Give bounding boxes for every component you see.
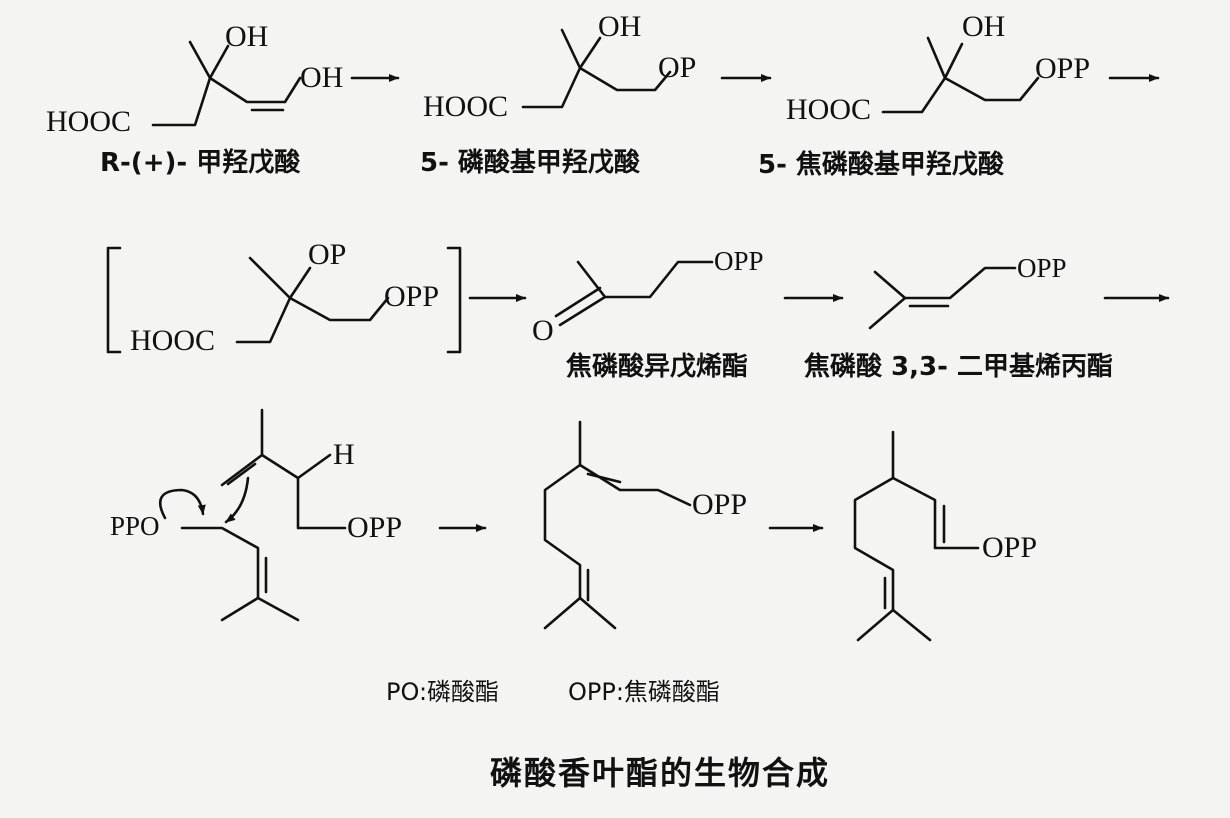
atom-hooc: HOOC	[786, 93, 872, 126]
atom-o: O	[532, 314, 554, 347]
atom-oh: OH	[962, 10, 1006, 43]
legend-opp: OPP:焦磷酸酯	[568, 678, 720, 706]
atom-hooc: HOOC	[130, 324, 216, 357]
structure-pyrophosphomevalonate	[881, 36, 1040, 114]
structure-bracket-intermediate	[106, 246, 462, 354]
atom-opp: OPP	[692, 488, 748, 521]
atom-oh: OH	[225, 20, 269, 53]
structure-geranyl-pp-2	[853, 430, 980, 642]
atom-hooc: HOOC	[46, 105, 132, 138]
atom-opp: OPP	[384, 280, 440, 313]
atom-ppo: PPO	[110, 511, 160, 541]
structure-dmapp	[868, 266, 1017, 330]
structure-ipp	[554, 260, 714, 327]
atom-op: OP	[658, 51, 697, 84]
atom-opp: OPP	[347, 511, 403, 544]
atom-opp: OPP	[1017, 253, 1067, 283]
structure-geranyl-pp-1	[543, 420, 692, 630]
compound-name: 5- 磷酸基甲羟戊酸	[420, 148, 640, 178]
compound-name: 焦磷酸 3,3- 二甲基烯丙酯	[804, 352, 1113, 382]
structure-condensation	[159, 408, 347, 622]
atom-op: OP	[308, 238, 347, 271]
atom-opp: OPP	[982, 531, 1038, 564]
structure-phosphomevalonate	[521, 28, 672, 109]
legend-po: PO:磷酸酯	[386, 678, 500, 706]
compound-name: 5- 焦磷酸基甲羟戊酸	[758, 150, 1004, 180]
figure-title: 磷酸香叶酯的生物合成	[490, 754, 831, 792]
compound-name: 焦磷酸异戊烯酯	[566, 352, 749, 382]
compound-name: R-(+)- 甲羟戊酸	[100, 148, 301, 178]
atom-h: H	[333, 438, 355, 471]
atom-opp: OPP	[714, 246, 764, 276]
atom-opp: OPP	[1035, 52, 1091, 85]
atom-oh: OH	[598, 10, 642, 43]
atom-hooc: HOOC	[423, 90, 509, 123]
atom-oh: OH	[300, 61, 344, 94]
structure-mevalonic-acid	[151, 40, 302, 127]
